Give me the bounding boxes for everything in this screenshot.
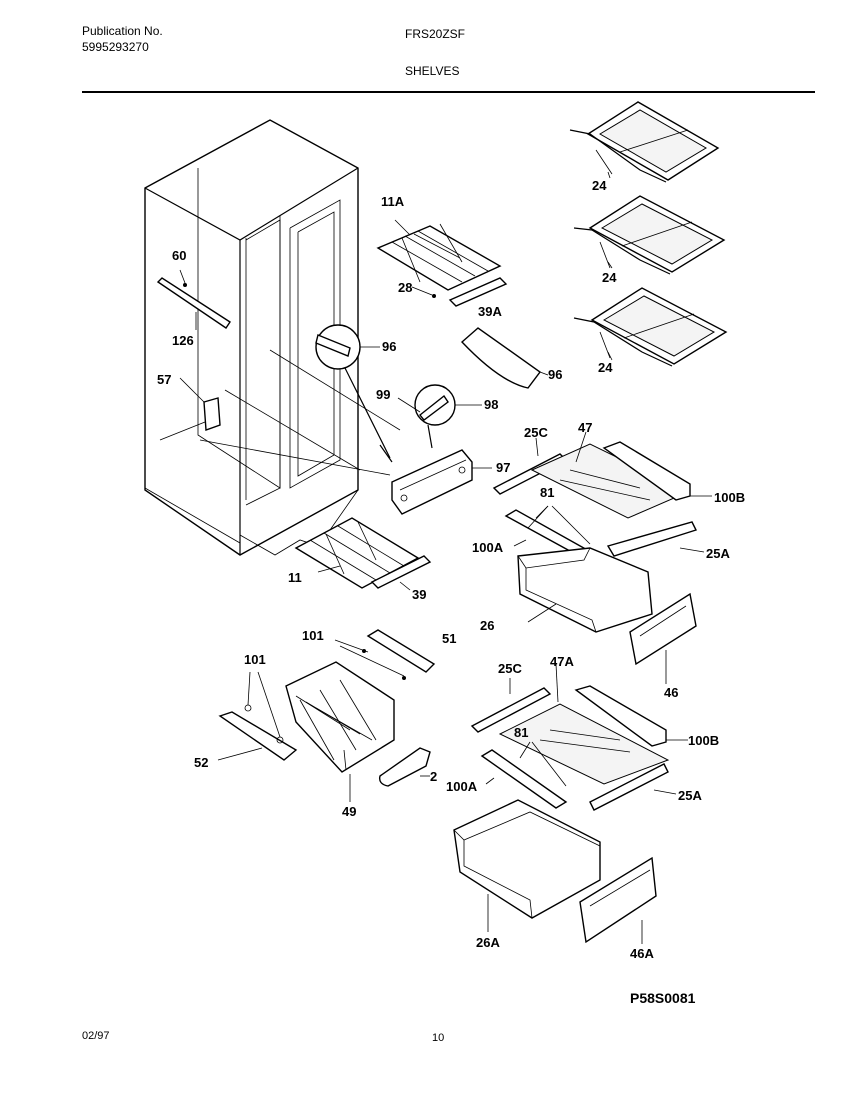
callout-39a: 39A [478,304,502,319]
callout-2: 2 [430,769,437,784]
publication-number: 5995293270 [82,40,149,54]
shelf-rail-part [156,269,231,329]
callout-57: 57 [157,372,171,387]
cabinet-drawing [144,119,401,556]
callout-39: 39 [412,587,426,602]
upper-crisper-assembly [492,441,712,666]
roller-detail-98 [397,384,482,449]
callout-60: 60 [172,248,186,263]
bracket-part-97 [391,449,492,515]
switch-part [179,377,221,431]
callout-46: 46 [664,685,678,700]
glass-shelf-24-middle [573,195,726,275]
callout-97: 97 [496,460,510,475]
callout-99: 99 [376,387,390,402]
footer-date: 02/97 [82,1030,110,1042]
freezer-wire-shelf-top [376,219,508,307]
glass-shelf-24-bottom [573,287,728,367]
callout-49: 49 [342,804,356,819]
callout-26a: 26A [476,935,500,950]
glass-shelf-24-top [569,101,720,183]
leader-lines [195,171,705,944]
callout-25c-lower: 25C [498,661,522,676]
callout-81-lower: 81 [514,725,528,740]
callout-25a-upper: 25A [706,546,730,561]
callout-47a: 47A [550,654,574,669]
page-number: 10 [432,1032,445,1044]
callout-100a-upper: 100A [472,540,504,555]
callout-24-middle: 24 [602,270,617,285]
callout-96-upper: 96 [382,339,396,354]
callout-25a-lower: 25A [678,788,702,803]
callout-96-lower: 96 [548,367,562,382]
callout-81-upper: 81 [540,485,554,500]
callout-24-top: 24 [592,178,607,193]
pan-cover-66 [460,327,549,389]
model-number: FRS20ZSF [405,27,466,41]
bracket-detail-96 [315,324,393,463]
lower-crisper-assembly [453,685,688,944]
callout-28: 28 [398,280,412,295]
drawing-code: P58S0081 [630,990,696,1006]
callout-126: 126 [172,333,194,348]
callout-98: 98 [484,397,498,412]
callout-11: 11 [288,570,302,585]
callout-101-lower: 101 [244,652,266,667]
callout-26: 26 [480,618,494,633]
freezer-wire-shelf-bottom [294,517,432,591]
section-title: SHELVES [405,64,460,78]
callout-labels: 60 126 57 11A 28 39A 96 99 98 96 97 11 3… [157,178,745,961]
callout-51: 51 [442,631,456,646]
callout-47: 47 [578,420,592,435]
callout-100a-lower: 100A [446,779,478,794]
callout-100b-lower: 100B [688,733,719,748]
callout-46a: 46A [630,946,654,961]
callout-52: 52 [194,755,208,770]
callout-100b-upper: 100B [714,490,745,505]
callout-11a: 11A [381,194,405,209]
header-rule [82,91,815,93]
callout-24-bottom: 24 [598,360,613,375]
freezer-basket-assembly [218,629,436,787]
callout-25c-upper: 25C [524,425,548,440]
publication-label: Publication No. [82,24,163,38]
callout-101-upper: 101 [302,628,324,643]
